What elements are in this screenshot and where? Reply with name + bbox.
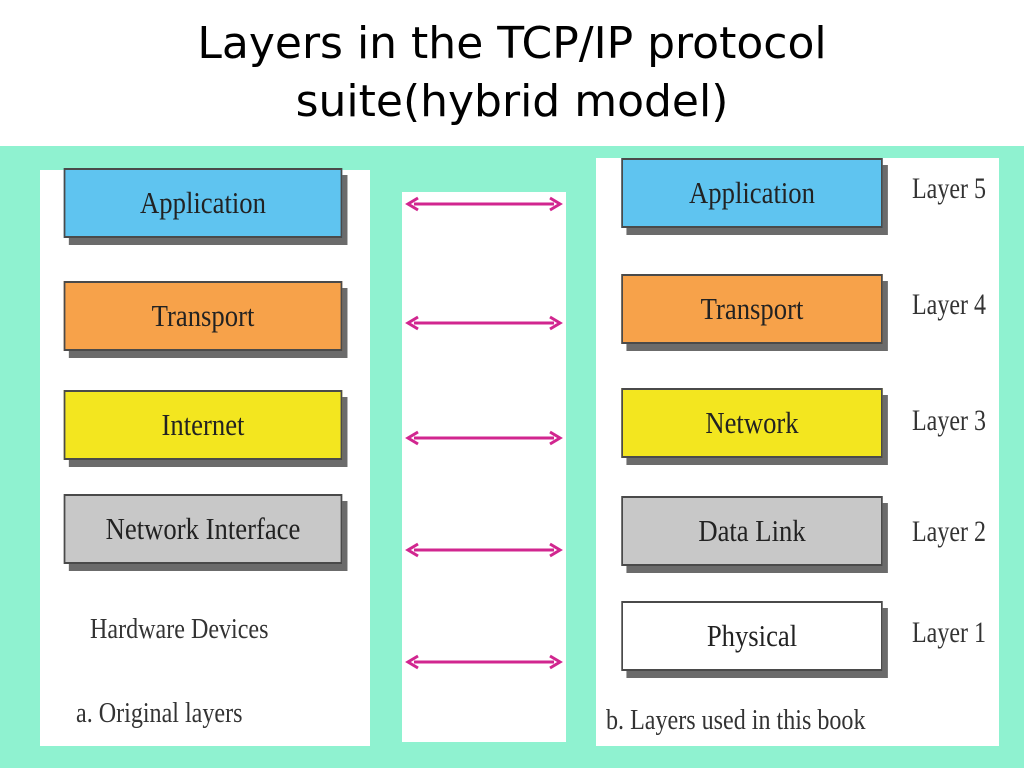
layer-3-label: Layer 3 (912, 404, 986, 437)
right-layer-transport-label: Transport (700, 291, 804, 326)
layer-4-label: Layer 4 (912, 288, 986, 321)
right-layer-application-label: Application (689, 175, 815, 210)
right-layer-application: Application (621, 158, 883, 228)
layer-1-label: Layer 1 (912, 616, 986, 649)
hardware-devices-label: Hardware Devices (90, 614, 269, 645)
right-caption: b. Layers used in this book (606, 705, 866, 736)
left-layer-transport: Transport (63, 281, 343, 351)
right-layer-network: Network (621, 388, 883, 458)
left-layer-internet: Internet (63, 390, 343, 460)
title-line-2: suite(hybrid model) (295, 75, 729, 127)
title-line-1: Layers in the TCP/IP protocol (197, 17, 827, 69)
right-layer-transport: Transport (621, 274, 883, 344)
arrow-layer-1 (405, 654, 563, 670)
left-layer-application-label: Application (140, 185, 266, 220)
right-layer-data-link-label: Data Link (698, 513, 806, 548)
left-layer-transport-label: Transport (151, 298, 255, 333)
layer-2-label: Layer 2 (912, 515, 986, 548)
arrow-layer-5 (405, 196, 563, 212)
left-layer-network-interface: Network Interface (63, 494, 343, 564)
left-layer-application: Application (63, 168, 343, 238)
right-layer-network-label: Network (705, 405, 799, 440)
arrow-layer-3 (405, 430, 563, 446)
arrow-layer-2 (405, 542, 563, 558)
arrow-layer-4 (405, 315, 563, 331)
right-layer-physical-label: Physical (706, 618, 798, 653)
layer-5-label: Layer 5 (912, 172, 986, 205)
middle-panel (402, 192, 566, 742)
left-layer-network-interface-label: Network Interface (105, 511, 301, 546)
slide-title: Layers in the TCP/IP protocol suite(hybr… (0, 0, 1024, 145)
right-layer-physical: Physical (621, 601, 883, 671)
right-layer-data-link: Data Link (621, 496, 883, 566)
left-layer-internet-label: Internet (161, 407, 245, 442)
left-caption: a. Original layers (76, 698, 243, 729)
